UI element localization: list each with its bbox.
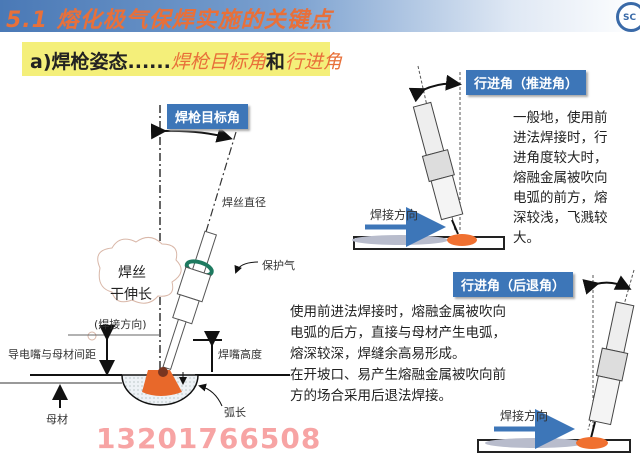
drag-direction-label: 焊接方向	[500, 409, 549, 423]
drag-angle-diagram	[477, 269, 635, 453]
arc-length-label: 弧长	[224, 406, 246, 419]
text-line: 进法焊接时，行	[513, 130, 608, 146]
watermark: 13201766508	[96, 422, 322, 455]
subtitle-part2: 行进角	[284, 51, 342, 73]
text-line: 使用前进法焊接时，熔融金属被吹向	[290, 304, 506, 320]
wire-diameter-label: 焊丝直径	[222, 196, 266, 209]
drag-angle-label: 行进角（后退角）	[453, 272, 574, 297]
text-line: 一般地，使用前	[513, 110, 608, 126]
logo: SC	[616, 2, 640, 32]
push-description: 一般地，使用前 进法焊接时，行 进角度较大时， 熔融金属被吹向 电弧的前方，熔 …	[513, 108, 608, 248]
subtitle-connector: 和	[265, 51, 285, 73]
target-angle-label: 焊枪目标角	[167, 104, 249, 129]
slide-title: 5.1 熔化极气保焊实施的关键点	[6, 8, 333, 33]
logo-text: SC	[623, 13, 637, 23]
tip-to-work-label: 导电嘴与母材间距	[8, 348, 96, 361]
shield-gas-label: 保护气	[262, 259, 295, 272]
subtitle-prefix: a)焊枪姿态......	[30, 51, 171, 73]
base-metal-label: 母材	[46, 413, 68, 426]
nozzle-height-label: 焊嘴高度	[218, 348, 262, 361]
subtitle-part1: 焊枪目标角	[170, 51, 266, 73]
push-angle-diagram	[352, 65, 505, 250]
text-line: 大。	[513, 230, 540, 246]
text-line: 熔融金属被吹向	[513, 170, 608, 186]
subtitle-box: a)焊枪姿态......焊枪目标角和行进角	[22, 42, 342, 76]
drag-description: 使用前进法焊接时，熔融金属被吹向 电弧的后方，直接与母材产生电弧， 熔深较深，焊…	[290, 302, 506, 407]
text-line: 在开坡口、易产生熔融金属被吹向前	[290, 367, 506, 383]
text-line: 进角度较大时，	[513, 150, 608, 166]
push-angle-label: 行进角（推进角）	[466, 70, 587, 95]
header-band	[0, 0, 640, 32]
text-line: 熔深较深，焊缝余高易形成。	[290, 346, 466, 362]
target-angle-diagram	[0, 105, 290, 408]
text-line: 深较浅，飞溅较	[513, 210, 608, 226]
stickout-label-1: 焊丝	[118, 265, 146, 281]
direction-label: (焊接方向)	[94, 318, 147, 331]
push-direction-label: 焊接方向	[370, 208, 419, 222]
text-line: 方的场合采用后退法焊接。	[290, 388, 452, 404]
text-line: 电弧的前方，熔	[513, 190, 608, 206]
stickout-label-2: 干伸长	[110, 287, 152, 303]
text-line: 电弧的后方，直接与母材产生电弧，	[290, 325, 506, 341]
